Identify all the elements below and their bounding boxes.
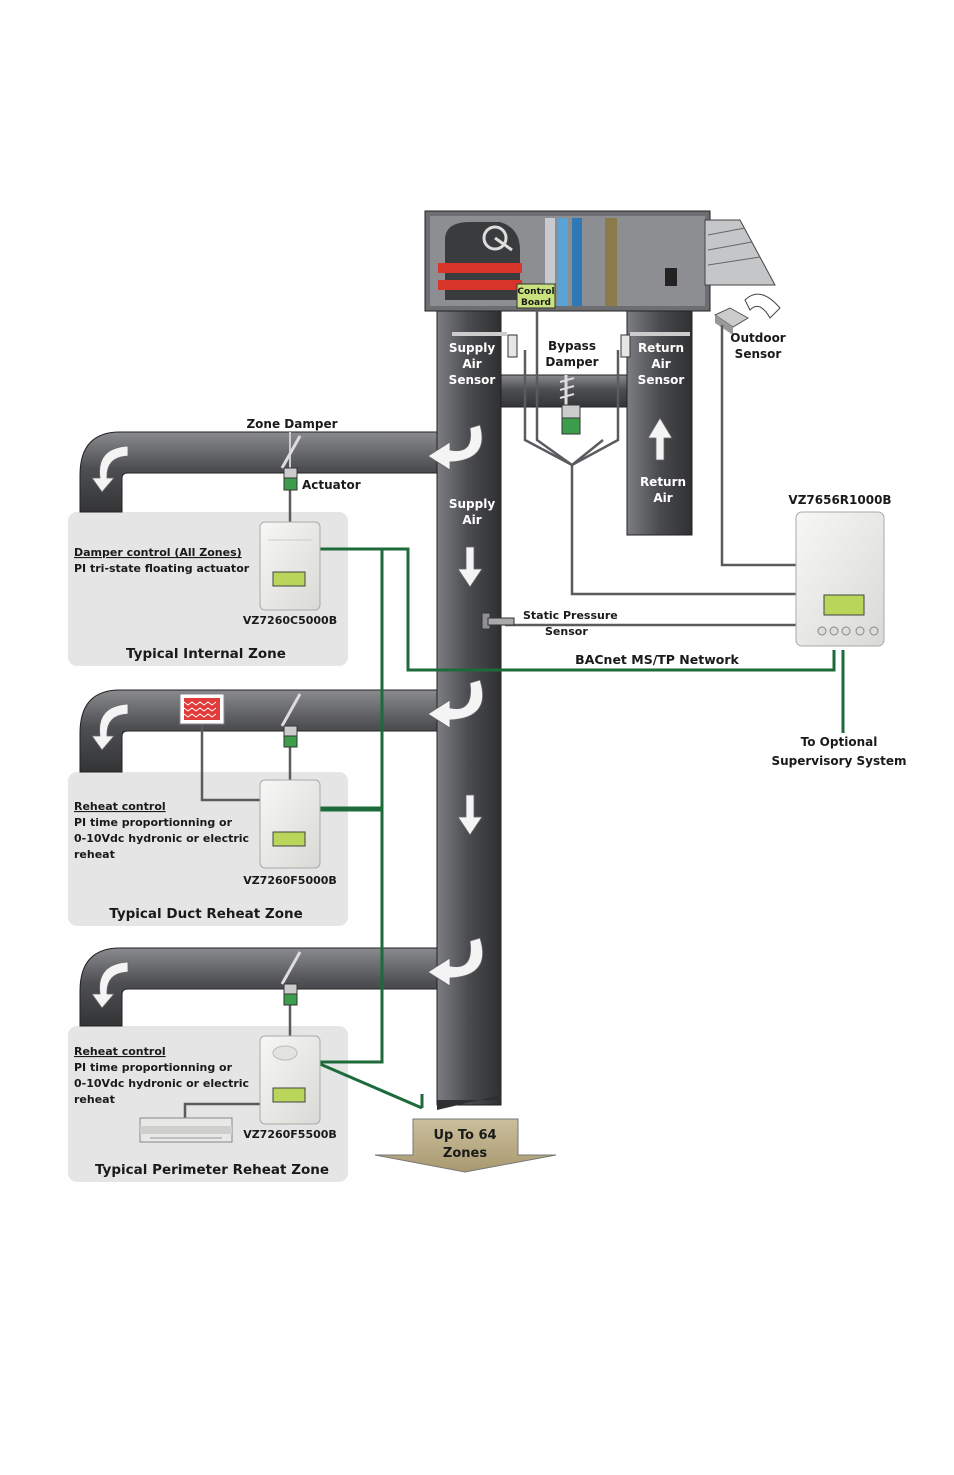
control-board-label: Control <box>517 287 554 297</box>
sensor-wiring <box>183 308 796 1118</box>
branch-arrow-3 <box>427 937 484 987</box>
svg-text:Bypass: Bypass <box>548 339 596 353</box>
elbow-arrow-3 <box>91 961 129 1009</box>
return-arrow <box>647 417 673 461</box>
supply-duct-end <box>437 1095 501 1110</box>
svg-text:Damper: Damper <box>545 355 598 369</box>
svg-text:Air: Air <box>462 513 481 527</box>
svg-text:Outdoor: Outdoor <box>730 331 786 345</box>
ahu-labels: Supply Air Sensor Bypass Damper Return A… <box>449 331 786 527</box>
zone-3-desc-3: reheat <box>74 1093 115 1106</box>
static-pressure-label: Static Pressure <box>523 609 618 622</box>
bypass-damper-icon <box>559 375 581 435</box>
reheat-coil-icon <box>179 693 225 725</box>
svg-text:Return: Return <box>638 341 684 355</box>
zone-1-model: VZ7260C5000B <box>243 614 337 627</box>
zone-damper-icon-1 <box>280 432 302 491</box>
branch-duct-1 <box>79 431 438 513</box>
branch-arrow-1 <box>427 424 483 471</box>
zone-2-desc-2: 0-10Vdc hydronic or electric <box>74 832 249 845</box>
elbow-arrow-2 <box>91 703 129 751</box>
zone-2-desc-title: Reheat control <box>74 800 166 813</box>
zone-2-desc-3: reheat <box>74 848 115 861</box>
zone-1-desc: PI tri-state floating actuator <box>74 562 250 575</box>
main-controller <box>795 511 885 647</box>
svg-text:Air: Air <box>462 357 481 371</box>
branch-duct-2 <box>79 689 438 773</box>
air-handling-unit <box>424 210 776 312</box>
zone-3-model: VZ7260F5500B <box>243 1128 337 1141</box>
svg-text:Air: Air <box>653 491 672 505</box>
zone-3-desc-1: PI time proportionning or <box>74 1061 233 1074</box>
zone-controller-1 <box>259 521 321 611</box>
branch-arrow-2 <box>427 679 484 729</box>
elbow-arrow-1 <box>91 445 129 493</box>
zone-2-model: VZ7260F5000B <box>243 874 337 887</box>
zone-1-desc-title: Damper control (All Zones) <box>74 546 242 559</box>
zone-3-title: Typical Perimeter Reheat Zone <box>95 1162 329 1178</box>
svg-text:Return: Return <box>640 475 686 489</box>
zone-3-desc-2: 0-10Vdc hydronic or electric <box>74 1077 249 1090</box>
static-pressure-label-2: Sensor <box>545 625 588 638</box>
zone-2-title: Typical Duct Reheat Zone <box>109 906 303 922</box>
zone-2-desc-1: PI time proportionning or <box>74 816 233 829</box>
svg-text:Sensor: Sensor <box>638 373 685 387</box>
actuator-label: Actuator <box>302 478 361 492</box>
zone-damper-icon-2 <box>280 693 302 748</box>
airflow-arrows <box>91 417 673 1009</box>
supervisory-label: To Optional <box>801 735 878 749</box>
bypass-duct <box>500 374 628 408</box>
svg-text:Supply: Supply <box>449 497 495 511</box>
up-to-64-zones-arrow <box>374 1118 557 1173</box>
control-board-label-2: Board <box>521 298 551 308</box>
zone-3-desc-title: Reheat control <box>74 1045 166 1058</box>
svg-text:Air: Air <box>651 357 670 371</box>
up-to-label-2: Zones <box>443 1146 487 1161</box>
supervisory-label-2: Supervisory System <box>771 754 906 768</box>
zone-damper-icon-3 <box>280 951 302 1006</box>
zone-controller-3 <box>259 1035 321 1125</box>
supply-air-sensor-icon <box>507 334 518 358</box>
network-label: BACnet MS/TP Network <box>575 652 739 667</box>
zone-1-title: Typical Internal Zone <box>126 646 286 662</box>
branch-duct-3 <box>79 947 438 1027</box>
bacnet-network-wiring <box>319 547 845 1110</box>
static-pressure-sensor-icon <box>481 612 515 630</box>
outdoor-sensor-icon <box>713 293 781 335</box>
supply-arrow-2 <box>457 794 483 836</box>
main-controller-model: VZ7656R1000B <box>788 493 891 507</box>
supply-arrow-1 <box>457 546 483 588</box>
svg-text:Supply: Supply <box>449 341 495 355</box>
baseboard-heater-icon <box>139 1117 233 1143</box>
return-air-sensor-icon <box>620 334 631 358</box>
svg-text:Sensor: Sensor <box>735 347 782 361</box>
svg-text:Sensor: Sensor <box>449 373 496 387</box>
up-to-label: Up To 64 <box>433 1128 496 1143</box>
zone-damper-label: Zone Damper <box>246 417 337 431</box>
zone-controller-2 <box>259 779 321 869</box>
